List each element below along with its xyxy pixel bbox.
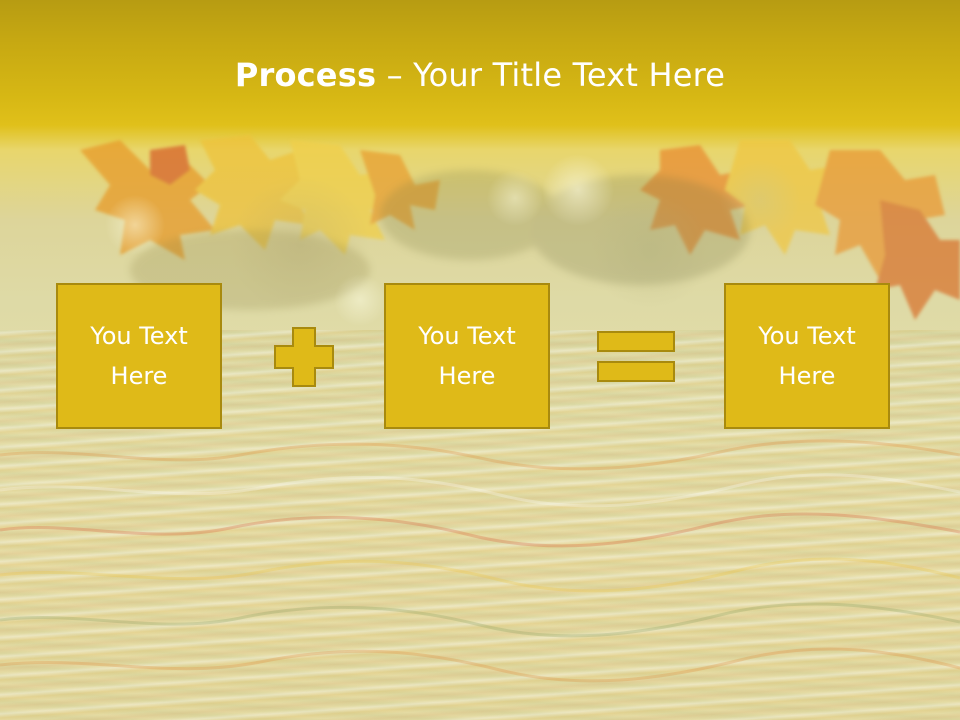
text-box-1-line2: Here xyxy=(110,362,168,390)
text-box-1[interactable]: You Text Here xyxy=(56,283,222,429)
equals-icon xyxy=(597,331,677,383)
text-box-3-content: You Text Here xyxy=(758,316,856,396)
text-box-3[interactable]: You Text Here xyxy=(724,283,890,429)
text-box-2-line2: Here xyxy=(438,362,496,390)
text-box-3-line1: You Text xyxy=(758,322,856,350)
equals-top-bar xyxy=(597,331,675,352)
title-bold: Process xyxy=(234,56,377,94)
plus-icon xyxy=(274,327,334,387)
slide-title: Process – Your Title Text Here xyxy=(0,48,960,102)
text-box-3-line2: Here xyxy=(778,362,836,390)
text-box-1-line1: You Text xyxy=(90,322,188,350)
equals-bottom-bar xyxy=(597,361,675,382)
text-box-1-content: You Text Here xyxy=(90,316,188,396)
text-box-2-content: You Text Here xyxy=(418,316,516,396)
text-box-2[interactable]: You Text Here xyxy=(384,283,550,429)
text-box-2-line1: You Text xyxy=(418,322,516,350)
title-rest: – Your Title Text Here xyxy=(376,56,726,94)
